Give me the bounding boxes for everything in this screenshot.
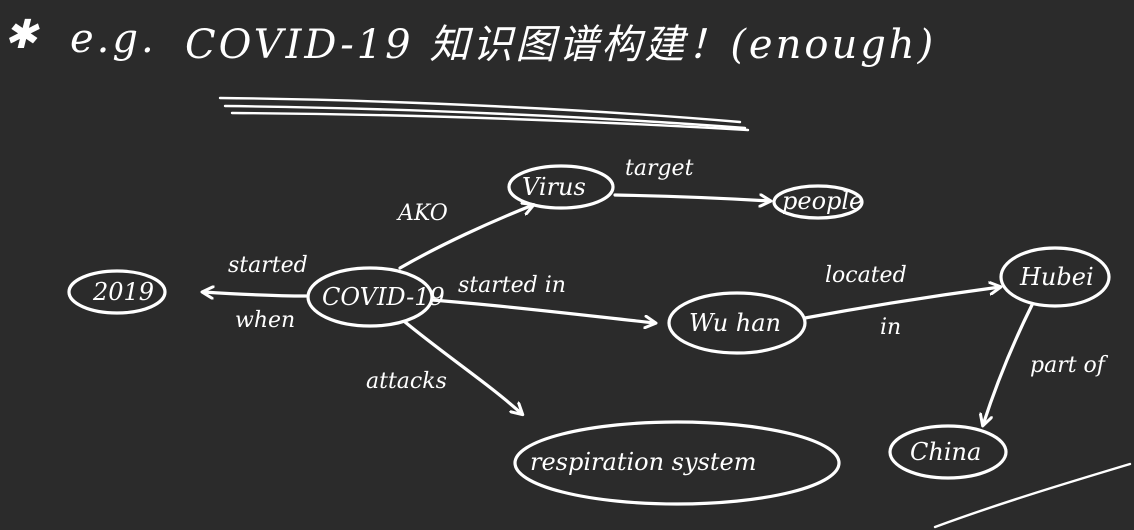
node-respiration-label: respiration system bbox=[530, 448, 756, 476]
node-virus-label: Virus bbox=[522, 173, 586, 201]
edge-label-in: in bbox=[880, 315, 901, 340]
node-covid-label: COVID-19 bbox=[322, 283, 445, 311]
node-respiration-ellipse bbox=[513, 420, 841, 506]
node-hubei-label: Hubei bbox=[1019, 263, 1094, 291]
stray-pen-stroke bbox=[933, 462, 1132, 529]
edge-covid-virus-arrow bbox=[398, 205, 533, 270]
edge-label-target: target bbox=[625, 156, 694, 181]
page-title: COVID-19 知识图谱构建！(enough) bbox=[185, 22, 936, 68]
edge-hubei-china-arrow bbox=[983, 303, 1034, 425]
edge-label-located: located bbox=[825, 263, 907, 288]
edge-label-attacks: attacks bbox=[366, 369, 447, 394]
node-virus-ellipse bbox=[507, 164, 615, 210]
node-china-ellipse bbox=[888, 424, 1008, 480]
node-people-label: people bbox=[782, 187, 863, 215]
title-underline bbox=[218, 96, 750, 132]
edge-wuhan-hubei-arrow bbox=[803, 287, 1000, 320]
edge-label-started-in: started in bbox=[458, 273, 566, 298]
node-people-ellipse bbox=[772, 184, 864, 220]
edge-virus-people-arrow bbox=[613, 195, 770, 201]
title-star-icon: ✱ bbox=[4, 12, 41, 58]
node-covid-ellipse bbox=[306, 266, 434, 328]
node-hubei-ellipse bbox=[999, 246, 1111, 308]
edge-label-part-of: part of bbox=[1030, 353, 1109, 378]
edge-label-ako: AKO bbox=[396, 201, 448, 226]
edge-covid-respiration-arrow bbox=[403, 320, 522, 414]
node-china-label: China bbox=[910, 438, 981, 466]
node-2019-label: 2019 bbox=[92, 278, 154, 306]
edge-covid-2019-arrow bbox=[203, 292, 308, 296]
edge-label-started: started bbox=[228, 253, 308, 278]
node-2019-ellipse bbox=[67, 269, 167, 315]
title-prefix: e.g. bbox=[70, 16, 157, 62]
node-wuhan-ellipse bbox=[667, 291, 807, 355]
node-wuhan-label: Wu han bbox=[689, 309, 781, 337]
edge-label-when: when bbox=[235, 308, 295, 333]
edge-covid-wuhan-arrow bbox=[430, 298, 655, 323]
